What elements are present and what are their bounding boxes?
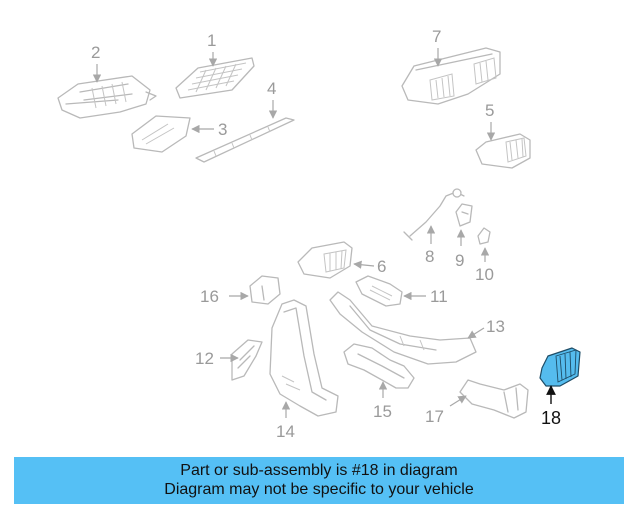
- part-5-shape: [475, 133, 531, 169]
- part-16-shape: [249, 275, 281, 305]
- callout-17: 17: [425, 407, 444, 426]
- callout-13: 13: [486, 317, 505, 336]
- part-18-shape: [539, 347, 581, 387]
- callout-2: 2: [91, 43, 100, 62]
- callout-9: 9: [455, 251, 464, 270]
- part-9-shape: [455, 203, 473, 227]
- callout-12: 12: [195, 349, 214, 368]
- callout-5: 5: [485, 101, 494, 120]
- callout-1: 1: [207, 31, 216, 50]
- callout-3: 3: [218, 120, 227, 139]
- part-11-shape: [355, 275, 403, 307]
- callout-4: 4: [267, 79, 276, 98]
- part-14-shape: [269, 299, 339, 417]
- part-4-shape: [195, 117, 295, 163]
- callout-8: 8: [425, 247, 434, 266]
- callout-18: 18: [541, 408, 561, 428]
- part-2-shape: [57, 75, 157, 119]
- callout-11: 11: [430, 287, 448, 306]
- part-13-shape: [329, 291, 477, 365]
- callout-6: 6: [377, 257, 386, 276]
- parts-diagram: 2 1 3 4 7 5 8: [57, 27, 581, 441]
- part-1-shape: [175, 57, 255, 99]
- callout-line-6: [353, 260, 375, 269]
- callout-line-13: [467, 327, 485, 339]
- part-15-shape: [343, 343, 415, 389]
- callout-16: 16: [200, 287, 219, 306]
- banner-line-disclaimer: Diagram may not be specific to your vehi…: [164, 481, 474, 498]
- part-17-shape: [459, 379, 529, 419]
- banner-line-part: Part or sub-assembly is #18 in diagram: [180, 462, 458, 479]
- callout-line-17: [449, 395, 467, 407]
- part-3-shape: [131, 115, 191, 153]
- callout-10: 10: [475, 265, 494, 284]
- part-12-shape: [231, 339, 263, 381]
- info-banner: Part or sub-assembly is #18 in diagram D…: [14, 457, 624, 504]
- callout-15: 15: [373, 402, 392, 421]
- callout-14: 14: [276, 422, 295, 441]
- part-10-shape: [477, 227, 491, 245]
- part-7-shape: [401, 47, 501, 105]
- callout-7: 7: [432, 27, 441, 46]
- part-6-shape: [297, 241, 353, 279]
- part-8-shape: [403, 188, 465, 241]
